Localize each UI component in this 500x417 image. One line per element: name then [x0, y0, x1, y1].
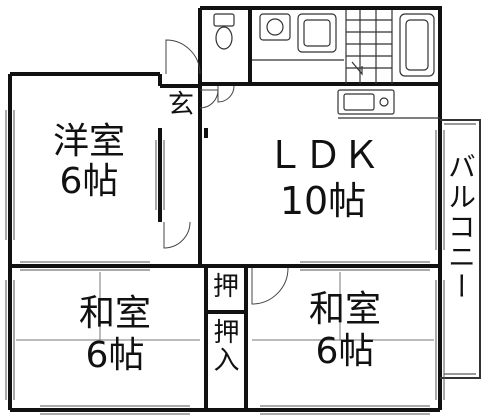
washitsu-right-name: 和室 [308, 289, 381, 330]
western-room-label: 洋室 6帖 [26, 124, 152, 200]
toilet-fixture [213, 13, 235, 50]
ldk-size: 10帖 [279, 179, 367, 223]
doors [163, 39, 289, 305]
ldk-label: ＬＤＫ 10帖 [228, 136, 418, 220]
closet-top-label: 押 [212, 272, 239, 302]
washitsu-left-label: 和室 6帖 [40, 296, 190, 374]
interior-walls [10, 10, 440, 410]
closet-bottom-label: 押入 [209, 318, 239, 374]
kitchen-counter [337, 89, 440, 119]
balcony-outline [440, 119, 481, 379]
washitsu-left-name: 和室 [78, 293, 151, 334]
washitsu-right-size: 6帖 [315, 331, 375, 372]
washitsu-right-label: 和室 6帖 [270, 292, 420, 370]
western-room-name: 洋室 [52, 121, 125, 162]
washitsu-left-size: 6帖 [85, 335, 145, 376]
windows [5, 110, 445, 415]
entrance-label: 玄 [167, 90, 194, 120]
wash-fixtures [252, 13, 344, 61]
exterior-walls [8, 6, 442, 412]
balcony-label: バルコニー [444, 152, 477, 302]
tatami-lines [16, 272, 434, 341]
bathroom-fixtures [345, 10, 435, 84]
ldk-name: ＬＤＫ [265, 133, 380, 177]
western-room-size: 6帖 [59, 161, 119, 202]
